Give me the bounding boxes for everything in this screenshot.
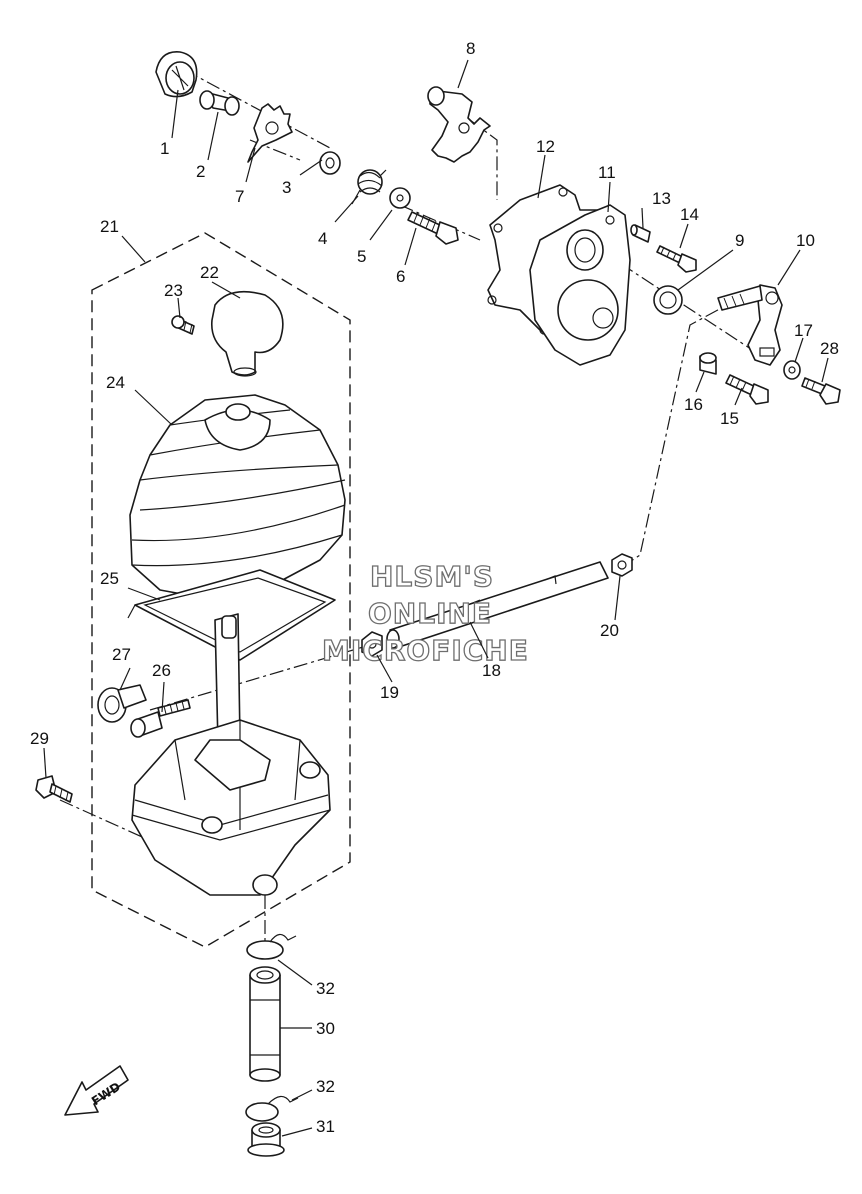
part-20-nut [611,553,633,577]
label-11: 11 [598,163,616,182]
shift-lever [214,613,241,745]
part-2-collar [199,90,240,116]
part-1-cap [155,51,198,98]
label-9: 9 [735,231,744,250]
part-4-spring [351,169,387,205]
part-18-shaft [386,561,609,649]
leader-lines [43,59,829,1137]
part-26-bolt [130,699,191,738]
part-29-bolt [35,775,73,803]
label-31: 31 [316,1117,335,1136]
part-8-gear-shaft [427,86,491,163]
label-25: 25 [100,569,119,588]
part-17-washer [783,360,801,380]
fwd-arrow-icon: FWD [64,1065,129,1116]
assembly-21-boundary [91,232,351,948]
label-15: 15 [720,409,739,428]
label-22: 22 [200,263,219,282]
label-19: 19 [380,683,399,702]
label-24: 24 [106,373,125,392]
label-26: 26 [152,661,171,680]
part-6-bolt [407,211,459,245]
part-32-clip-lower [245,1095,299,1122]
part-15-bolt [725,374,769,405]
label-10: 10 [796,231,815,250]
label-30: 30 [316,1019,335,1038]
part-22-knob [210,290,284,377]
watermark: HLSM'S ONLINE MICROFICHE [321,559,529,667]
label-1: 1 [160,139,169,158]
label-20: 20 [600,621,619,640]
part-23-screw [171,315,195,335]
label-3: 3 [282,178,291,197]
label-23: 23 [164,281,183,300]
watermark-line-1: HLSM'S [370,560,494,593]
part-28-bolt [801,377,841,405]
label-8: 8 [466,39,475,58]
part-30-pipe [249,966,281,1082]
part-13-dowel [630,224,651,243]
part-16-collar [699,352,717,375]
part-24-boot [129,394,346,601]
label-32-lower: 32 [316,1077,335,1096]
label-18: 18 [482,661,501,680]
label-29: 29 [30,729,49,748]
label-5: 5 [357,247,366,266]
label-2: 2 [196,162,205,181]
label-6: 6 [396,267,405,286]
part-14-bolt [656,245,697,273]
part-31-bushing [247,1122,285,1157]
part-5-washer [389,187,411,209]
label-16: 16 [684,395,703,414]
callout-numbers: 1 2 7 3 4 5 6 8 12 11 13 14 9 10 17 28 1… [30,39,839,1136]
part-11-housing [529,204,631,366]
part-7-gear-plate [247,103,293,163]
part-10-lever [717,284,783,366]
label-28: 28 [820,339,839,358]
label-13: 13 [652,189,671,208]
label-27: 27 [112,645,131,664]
watermark-line-3: MICROFICHE [322,634,529,667]
part-32-clip-upper [246,933,297,960]
label-12: 12 [536,137,555,156]
part-9-oil-seal [653,285,683,315]
label-17: 17 [794,321,813,340]
label-14: 14 [680,205,699,224]
part-27-grommet [97,684,147,723]
shift-base-housing [131,719,331,896]
part-3-washer [319,151,341,175]
label-4: 4 [318,229,327,248]
part-19-nut [361,631,383,657]
label-21: 21 [100,217,119,236]
label-7: 7 [235,187,244,206]
watermark-line-2: ONLINE [368,597,492,630]
label-32-upper: 32 [316,979,335,998]
